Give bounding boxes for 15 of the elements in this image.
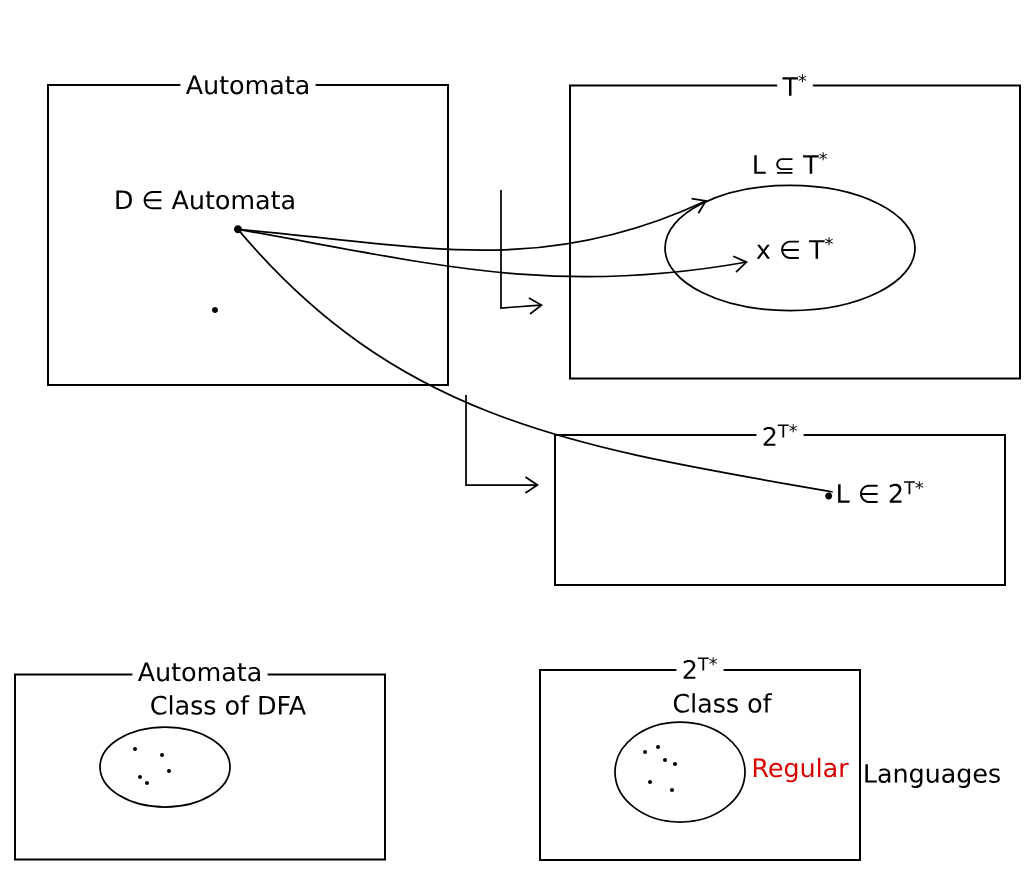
- point-label: D ∈ Automata: [116, 190, 294, 234]
- node-label: Regular: [753, 757, 849, 783]
- point-label: x ∈ T$^{*}$: [756, 237, 833, 259]
- arrow: [237, 228, 748, 278]
- node-label: *: [798, 74, 807, 83]
- point-label: L ∈ 2$^{T*}$: [825, 481, 924, 503]
- node-label: Class of DFA: [151, 695, 306, 715]
- node-label: Languages: [865, 764, 1000, 788]
- hook-arrow: [500, 189, 543, 315]
- node-label: L ⊆ T$^{*}$: [754, 152, 828, 174]
- connector-line: [237, 228, 834, 493]
- hook-arrow: [465, 394, 539, 494]
- oval-set: Class of DFA: [99, 695, 306, 808]
- node-label: Class of: [673, 693, 773, 713]
- node-label: T*: [697, 657, 718, 671]
